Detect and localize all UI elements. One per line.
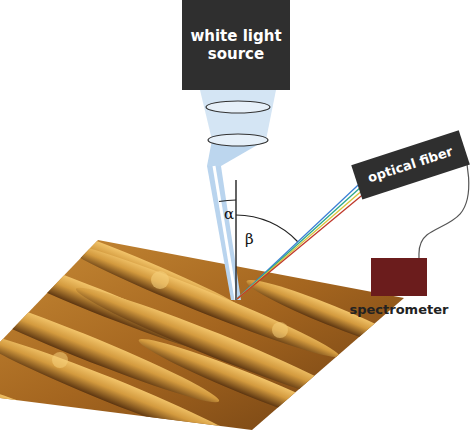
light-beam (207, 166, 241, 300)
surface-normal (235, 180, 236, 300)
lens (206, 101, 270, 113)
spectrometer: spectrometer (350, 258, 449, 318)
bump (151, 271, 169, 289)
reflected-ray (237, 182, 372, 299)
fiber-box: optical fiber (351, 130, 469, 199)
reflected-ray (237, 177, 372, 299)
spectrometer-box (371, 258, 427, 296)
node-label: spectrometer (350, 302, 449, 318)
reflected-ray (237, 187, 372, 299)
angle-label: β (245, 231, 254, 247)
ridge (135, 330, 366, 432)
node-label: optical fiber (366, 144, 455, 186)
node-label: white light source (190, 27, 282, 63)
beam-core (214, 166, 236, 300)
bump (272, 322, 288, 338)
light-cone (200, 90, 276, 140)
ridge (0, 373, 136, 432)
bump (52, 352, 68, 368)
angle-label: α (224, 206, 234, 222)
angle-arc (219, 200, 236, 202)
light-source-box: white light source (182, 0, 290, 90)
lens (208, 134, 268, 146)
reflected-ray (237, 172, 372, 299)
